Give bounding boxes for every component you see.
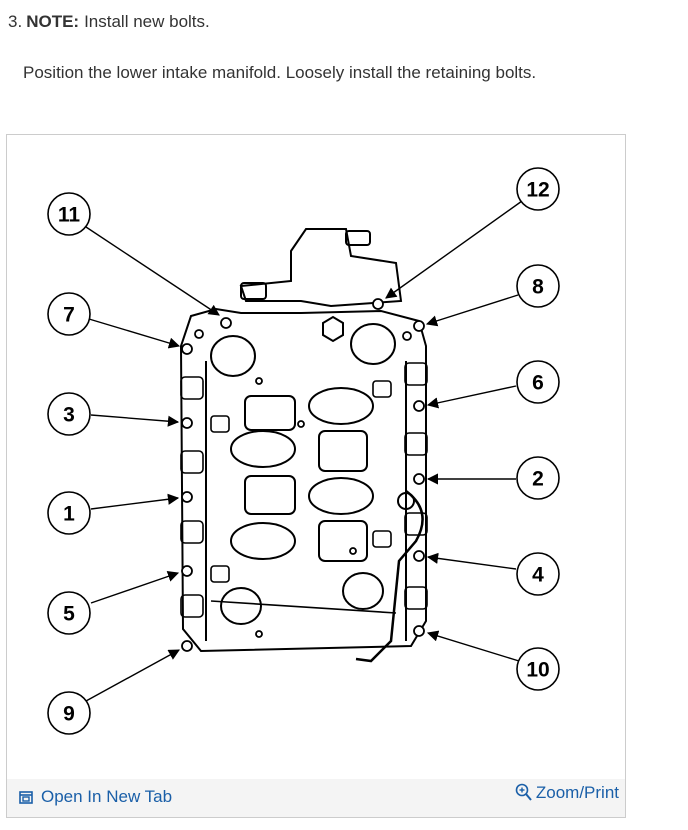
outlet-nipple-2 bbox=[240, 282, 267, 300]
callout-circle bbox=[47, 392, 91, 436]
plenum-rect-2 bbox=[244, 475, 296, 515]
step-number: 3. bbox=[8, 12, 23, 31]
callout-circle bbox=[47, 192, 91, 236]
callout-label: 1 bbox=[63, 503, 75, 526]
bolt-hole-4 bbox=[413, 550, 425, 562]
bolt-hole-10 bbox=[413, 625, 425, 637]
callout-label: 9 bbox=[63, 703, 75, 726]
callout-2: 2 bbox=[516, 456, 560, 500]
callout-circle bbox=[47, 691, 91, 735]
plenum-rect-4 bbox=[318, 520, 368, 562]
bolt-hole-6 bbox=[413, 400, 425, 412]
runner-4 bbox=[308, 477, 374, 515]
bolt-hole-5 bbox=[181, 565, 193, 577]
callout-label: 11 bbox=[58, 204, 81, 227]
hex-bolt bbox=[322, 315, 344, 343]
figure-footer: Open In New Tab Zoom/Print bbox=[7, 779, 625, 817]
open-in-new-tab-icon bbox=[19, 790, 33, 804]
bolt-hole-7 bbox=[181, 343, 193, 355]
callout-label: 6 bbox=[532, 372, 544, 395]
open-in-new-tab-link[interactable]: Open In New Tab bbox=[19, 787, 172, 807]
callout-label: 4 bbox=[532, 564, 544, 587]
callout-label: 5 bbox=[63, 603, 75, 626]
callout-circle bbox=[47, 491, 91, 535]
callout-6: 6 bbox=[516, 360, 560, 404]
bolt-hole-9 bbox=[181, 640, 193, 652]
zoom-in-icon bbox=[515, 783, 532, 801]
callout-8: 8 bbox=[516, 264, 560, 308]
callout-circle bbox=[516, 360, 560, 404]
callout-10: 10 bbox=[516, 647, 560, 691]
callout-circle bbox=[516, 552, 560, 596]
bolt-hole-2 bbox=[413, 473, 425, 485]
callout-label: 7 bbox=[63, 304, 75, 327]
zoom-print-link[interactable]: Zoom/Print bbox=[515, 783, 619, 803]
instruction-text: Position the lower intake manifold. Loos… bbox=[23, 63, 537, 82]
bolt-hole-1 bbox=[181, 491, 193, 503]
plenum-rect-3 bbox=[318, 430, 368, 472]
manifold-gasket-outline bbox=[179, 307, 427, 653]
runner-1 bbox=[230, 430, 296, 468]
callout-7: 7 bbox=[47, 292, 91, 336]
bolt-hole-12 bbox=[372, 298, 384, 310]
port-bottom-right bbox=[342, 572, 384, 610]
callout-label: 12 bbox=[526, 179, 549, 202]
callout-3: 3 bbox=[47, 392, 91, 436]
callout-circle bbox=[516, 456, 560, 500]
callout-1: 1 bbox=[47, 491, 91, 535]
callout-circle bbox=[47, 591, 91, 635]
vacuum-tube bbox=[355, 489, 424, 663]
open-in-new-tab-label: Open In New Tab bbox=[41, 787, 173, 806]
callout-label: 3 bbox=[63, 404, 75, 427]
callout-12: 12 bbox=[516, 167, 560, 211]
callout-label: 2 bbox=[532, 468, 544, 491]
step-line: 3.NOTE:Install new bolts. bbox=[8, 12, 210, 32]
callout-4: 4 bbox=[516, 552, 560, 596]
plenum-rect-1 bbox=[244, 395, 296, 431]
callout-circle bbox=[47, 292, 91, 336]
callout-circle bbox=[516, 167, 560, 211]
callout-circle bbox=[516, 264, 560, 308]
runner-2 bbox=[308, 387, 374, 425]
water-outlet bbox=[239, 228, 403, 308]
callout-circle bbox=[516, 647, 560, 691]
bolt-hole-11 bbox=[220, 317, 232, 329]
callout-label: 8 bbox=[532, 276, 544, 299]
outlet-nipple bbox=[345, 230, 371, 246]
bolt-hole-3 bbox=[181, 417, 193, 429]
callout-9: 9 bbox=[47, 691, 91, 735]
callout-5: 5 bbox=[47, 591, 91, 635]
note-text: Install new bolts. bbox=[84, 12, 210, 31]
callout-label: 10 bbox=[526, 659, 549, 682]
bolt-hole-8 bbox=[413, 320, 425, 332]
port-bottom-left bbox=[220, 587, 262, 625]
port-top-right bbox=[350, 323, 396, 365]
runner-3 bbox=[230, 522, 296, 560]
port-top-left bbox=[210, 335, 256, 377]
zoom-print-label: Zoom/Print bbox=[535, 783, 619, 802]
note-label: NOTE: bbox=[26, 12, 80, 31]
callout-11: 11 bbox=[47, 192, 91, 236]
